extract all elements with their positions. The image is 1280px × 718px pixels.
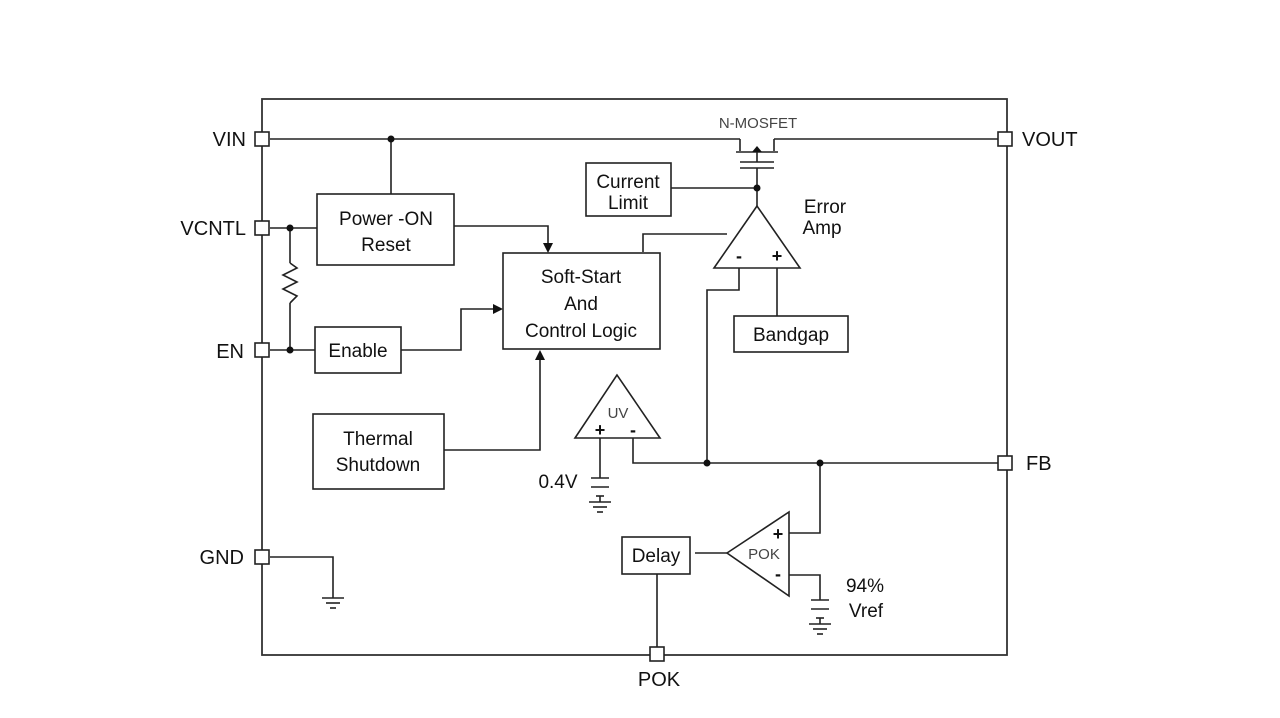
pin-vin: VIN (213, 129, 270, 151)
pin-en: EN (216, 341, 270, 363)
enable-block: Enable (314, 326, 402, 374)
svg-text:+: + (595, 420, 606, 440)
svg-text:Reset: Reset (361, 235, 411, 256)
pok-comparator: POK + - (725, 510, 790, 598)
pin-gnd: GND (200, 547, 270, 569)
svg-text:And: And (564, 294, 598, 315)
ref-0-4v-label: 0.4V (538, 472, 577, 493)
svg-text:Amp: Amp (802, 218, 841, 239)
svg-text:Soft-Start: Soft-Start (541, 267, 622, 288)
svg-text:Thermal: Thermal (343, 429, 413, 450)
svg-text:+: + (773, 524, 784, 544)
svg-text:FB: FB (1026, 453, 1052, 475)
uv-comparator: UV + - (573, 373, 662, 440)
svg-text:Delay: Delay (632, 546, 681, 567)
svg-text:-: - (775, 564, 781, 584)
svg-text:POK: POK (748, 546, 780, 563)
svg-text:Enable: Enable (328, 341, 387, 362)
svg-text:Control Logic: Control Logic (525, 321, 637, 342)
power-on-reset-block: Power -ON Reset (316, 193, 455, 266)
svg-text:Limit: Limit (608, 193, 649, 214)
svg-text:Bandgap: Bandgap (753, 325, 829, 346)
svg-text:Current: Current (596, 172, 660, 193)
ground-symbol (322, 597, 344, 609)
svg-text:VOUT: VOUT (1022, 129, 1078, 151)
ref-0-4v-source: 0.4V (538, 472, 611, 513)
svg-text:VIN: VIN (213, 129, 246, 151)
svg-text:+: + (772, 246, 783, 266)
svg-text:Power -ON: Power -ON (339, 209, 433, 230)
nmosfet-label: N-MOSFET (719, 115, 797, 132)
chip-outline (261, 98, 1008, 656)
svg-text:UV: UV (608, 405, 629, 422)
ref-94-label: 94% (846, 576, 884, 597)
svg-text:GND: GND (200, 547, 244, 569)
error-amp-label: Error (804, 197, 847, 218)
pin-pok: POK (638, 646, 681, 691)
svg-text:-: - (736, 246, 742, 266)
soft-start-control-logic-block: Soft-Start And Control Logic (502, 252, 661, 350)
svg-text:VCNTL: VCNTL (180, 218, 246, 240)
junction-dots (286, 135, 824, 467)
pin-fb: FB (997, 453, 1052, 475)
svg-text:POK: POK (638, 669, 681, 691)
current-limit-block: Current Limit (585, 162, 672, 217)
nmosfet-symbol: N-MOSFET (719, 115, 797, 169)
pullup-resistor (281, 262, 299, 304)
arrowheads (493, 243, 553, 360)
bandgap-block: Bandgap (733, 315, 849, 353)
svg-text:EN: EN (216, 341, 244, 363)
ref-94-vref-source: 94% Vref (809, 576, 884, 635)
pin-vcntl: VCNTL (180, 218, 270, 240)
thermal-shutdown-block: Thermal Shutdown (312, 413, 445, 490)
svg-text:-: - (630, 420, 636, 440)
delay-block: Delay (621, 536, 691, 575)
pin-vout: VOUT (997, 129, 1078, 151)
error-amp: - + Error Amp (712, 197, 847, 269)
svg-text:Shutdown: Shutdown (336, 455, 421, 476)
vref-label: Vref (849, 601, 884, 622)
